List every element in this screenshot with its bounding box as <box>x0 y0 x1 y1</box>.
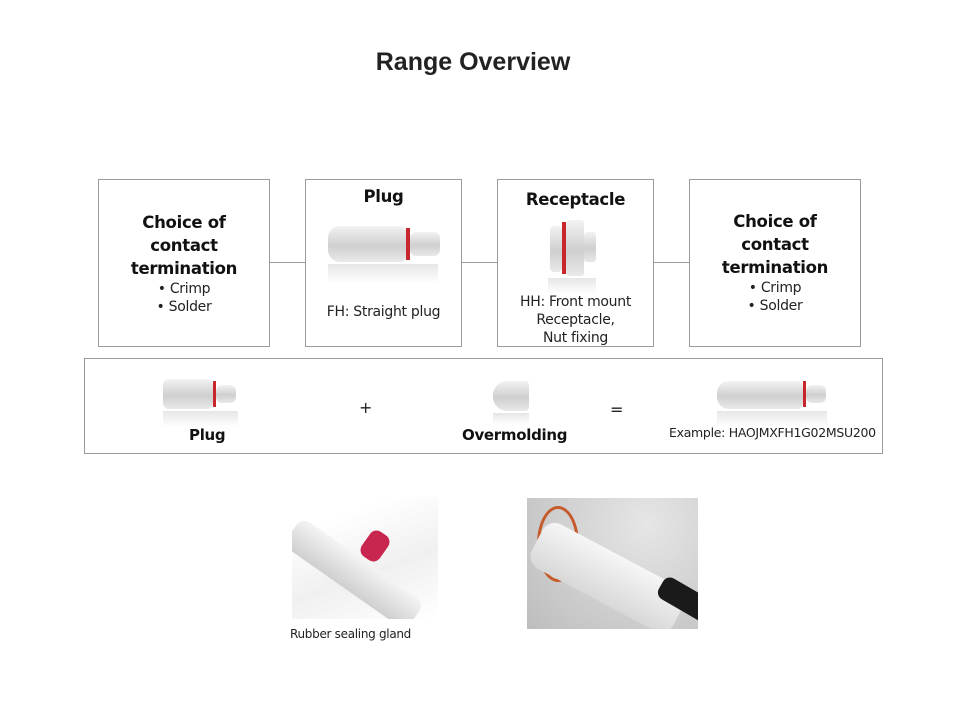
plus-sign: + <box>359 398 373 417</box>
gland-caption: Rubber sealing gland <box>290 627 411 641</box>
heading-line: Choice of <box>142 213 226 232</box>
heading-line: contact <box>150 236 218 255</box>
caption-line: Receptacle, <box>536 312 615 328</box>
example-part-number: Example: HAOJMXFH1G02MSU200 <box>669 425 876 440</box>
waterproof-connector-photo <box>527 498 698 629</box>
plug-image-small <box>163 375 243 427</box>
connector-line <box>269 262 305 263</box>
overmolding-image <box>493 381 533 425</box>
connector-line <box>461 262 497 263</box>
bullet-crimp: • Crimp <box>157 281 211 297</box>
heading-line: termination <box>130 259 238 278</box>
plug-heading: Plug <box>363 187 404 206</box>
plug-caption: FH: Straight plug <box>326 304 441 320</box>
caption-line: Nut fixing <box>542 330 609 346</box>
assembled-plug-image <box>717 375 837 427</box>
caption-line: HH: Front mount <box>519 294 632 310</box>
plug-image <box>328 222 448 284</box>
bullet-solder: • Solder <box>747 298 803 314</box>
receptacle-box: Receptacle HH: Front mount Receptacle, N… <box>497 179 654 347</box>
equals-sign: = <box>610 400 624 419</box>
overmolding-label: Overmolding <box>462 426 568 444</box>
plug-box: Plug FH: Straight plug <box>305 179 462 347</box>
bullet-solder: • Solder <box>156 299 212 315</box>
connector-line <box>653 262 689 263</box>
receptacle-heading: Receptacle <box>525 190 626 209</box>
assembly-box: Plug + Overmolding = Example: HAOJMXFH1G… <box>84 358 883 454</box>
bullet-crimp: • Crimp <box>748 280 802 296</box>
heading-line: Choice of <box>733 212 817 231</box>
termination-box-right: Choice of contact termination • Crimp • S… <box>689 179 861 347</box>
receptacle-image <box>548 220 608 294</box>
heading-line: termination <box>721 258 829 277</box>
termination-box-left: Choice of contact termination • Crimp • S… <box>98 179 270 347</box>
plug-label: Plug <box>189 426 226 444</box>
rubber-sealing-gland-photo <box>292 497 438 619</box>
page-title: Range Overview <box>375 48 571 76</box>
heading-line: contact <box>741 235 809 254</box>
